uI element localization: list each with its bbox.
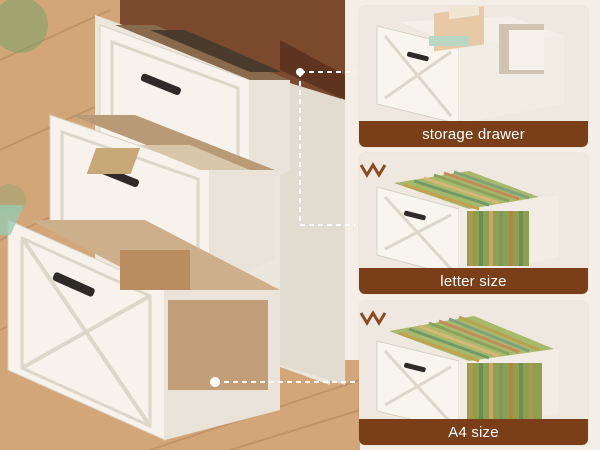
callout-connector xyxy=(215,71,355,383)
vibration-icon xyxy=(359,310,387,326)
caption-letter-size: letter size xyxy=(359,268,588,294)
storage-drawer-panel: storage drawer xyxy=(359,6,588,147)
letter-size-panel: letter size xyxy=(359,153,588,294)
a4-size-panel: A4 size xyxy=(359,301,588,445)
vibration-icon xyxy=(359,162,387,178)
caption-a4-size: A4 size xyxy=(359,419,588,445)
bottom-file-drawer xyxy=(0,205,280,441)
caption-storage-drawer: storage drawer xyxy=(359,121,588,147)
